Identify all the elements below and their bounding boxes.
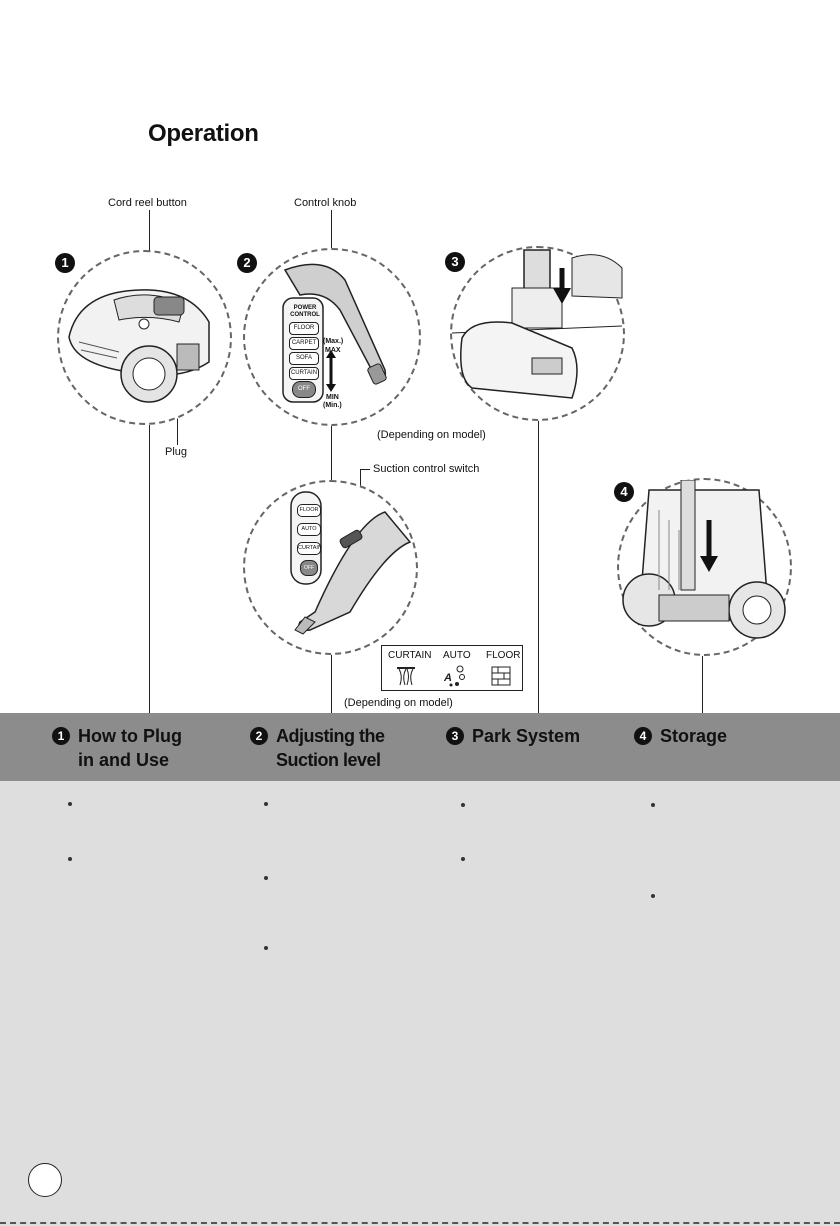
- section-4-bullet: [651, 894, 655, 898]
- section-1-heading: 1 How to Plug in and Use: [52, 724, 182, 772]
- storage-drawing: [622, 480, 786, 639]
- min-label-2: (Min.): [323, 402, 342, 409]
- section-3-title-line1: Park System: [472, 726, 581, 746]
- depending-on-model-label-2: (Depending on model): [344, 697, 453, 709]
- illustration-suction-control-switch: FLOOR AUTO CURTAIN OFF: [243, 480, 418, 655]
- section-2-title-line2: Suction level: [276, 750, 381, 770]
- section-body-area: [0, 781, 840, 1226]
- switch-auto-button[interactable]: AUTO: [297, 523, 321, 536]
- page-number-circle: [28, 1163, 62, 1197]
- suction-switch-drawing: [290, 491, 412, 635]
- suction-switch-leader-tick: [360, 469, 370, 470]
- section-4-heading: 4 Storage: [634, 724, 727, 748]
- control-knob-label: Control knob: [294, 197, 357, 209]
- power-curtain-button[interactable]: CURTAIN: [289, 367, 319, 380]
- legend-auto-label: AUTO: [443, 650, 471, 661]
- power-sofa-button[interactable]: SOFA: [289, 352, 319, 365]
- floor-icon: [491, 666, 511, 686]
- plug-label: Plug: [165, 446, 188, 458]
- switch-off-button[interactable]: OFF: [300, 560, 318, 576]
- vacuum-body-drawing: [68, 289, 210, 403]
- section-heading-band: [0, 713, 840, 781]
- power-floor-button[interactable]: FLOOR: [289, 322, 319, 335]
- legend-curtain-label: CURTAIN: [388, 650, 432, 661]
- section-3-bullet: [461, 803, 465, 807]
- section-3-number: 3: [446, 727, 464, 745]
- section-2-title-line1: Adjusting the: [276, 726, 385, 746]
- step-number-2: 2: [237, 253, 257, 273]
- section-1-title-line2: in and Use: [78, 750, 170, 770]
- section-4-title-line1: Storage: [660, 726, 728, 746]
- section2-connector-line-top: [331, 422, 332, 480]
- legend-floor-label: FLOOR: [486, 650, 521, 661]
- power-off-button[interactable]: OFF: [292, 381, 316, 398]
- section-1-bullet: [68, 802, 72, 806]
- control-knob-leader-line: [331, 210, 332, 270]
- step-number-4: 4: [614, 482, 634, 502]
- section-1-number: 1: [52, 727, 70, 745]
- section-3-bullet: [461, 857, 465, 861]
- section-2-bullet: [264, 802, 268, 806]
- section-1-title-line1: How to Plug: [78, 726, 182, 746]
- section1-connector-line: [149, 425, 150, 715]
- section-2-bullet: [264, 946, 268, 950]
- svg-text:A: A: [443, 672, 452, 684]
- section-4-number: 4: [634, 727, 652, 745]
- switch-floor-button[interactable]: FLOOR: [297, 504, 321, 517]
- max-label-2: MAX: [325, 347, 341, 354]
- mode-legend: CURTAIN AUTO FLOOR A: [381, 645, 523, 691]
- illustration-power-control-handle: POWER CONTROL FLOOR CARPET SOFA CURTAIN …: [243, 248, 421, 426]
- section-2-heading: 2 Adjusting the Suction level: [250, 724, 385, 772]
- section-4-bullet: [651, 803, 655, 807]
- section-2-bullet: [264, 876, 268, 880]
- section-2-number: 2: [250, 727, 268, 745]
- illustration-park-system: [450, 246, 625, 421]
- switch-curtain-button[interactable]: CURTAIN: [297, 542, 322, 555]
- cord-reel-button-label: Cord reel button: [108, 197, 187, 209]
- page-title: Operation: [148, 120, 259, 147]
- illustration-vacuum-body: [57, 250, 232, 425]
- step-number-3: 3: [445, 252, 465, 272]
- curtain-icon: [397, 667, 415, 686]
- power-carpet-button[interactable]: CARPET: [289, 337, 319, 350]
- park-system-drawing: [452, 249, 623, 399]
- depending-on-model-label: (Depending on model): [377, 429, 486, 441]
- illustration-storage: [617, 478, 792, 656]
- section3-connector-line: [538, 419, 539, 715]
- suction-control-switch-label: Suction control switch: [373, 463, 480, 475]
- step-number-1: 1: [55, 253, 75, 273]
- section-1-bullet: [68, 857, 72, 861]
- min-label-1: MIN: [326, 394, 339, 401]
- max-label-1: (Max.): [323, 338, 344, 345]
- footer-dashed-line: [0, 1222, 840, 1224]
- section4-connector-line: [702, 655, 703, 715]
- section-3-heading: 3 Park System: [446, 724, 580, 748]
- auto-icon: A: [443, 665, 465, 687]
- power-control-header: POWER CONTROL: [290, 305, 320, 318]
- section2-connector-line-bottom: [331, 653, 332, 715]
